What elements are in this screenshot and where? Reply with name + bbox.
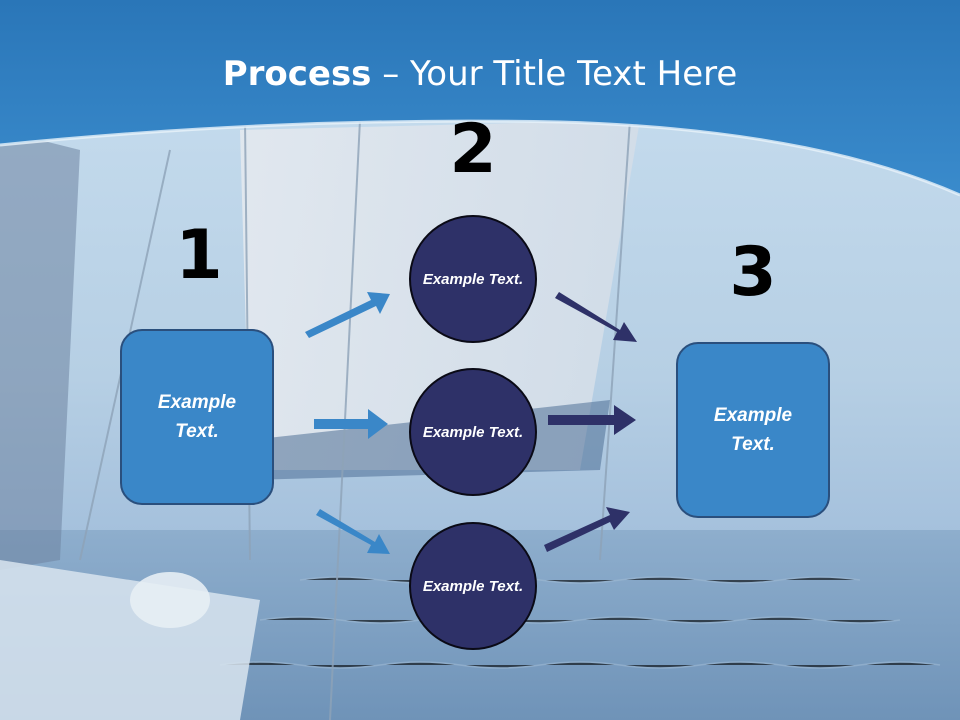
step-number-3: 3 [729,233,777,312]
title-bold: Process [222,54,372,94]
step-number-1: 1 [175,216,223,295]
slide-title: Process – Your Title Text Here [0,52,960,96]
step-1-box: Example Text. [120,329,274,505]
boat-cabin [0,130,80,570]
step-3-box-text: Example Text. [713,405,793,455]
circle-middle-text: Example Text. [422,423,524,441]
circle-bottom-text: Example Text. [422,577,524,595]
step-2-circle-top: Example Text. [409,215,537,343]
step-2-circle-bottom: Example Text. [409,522,537,650]
title-rest: – Your Title Text Here [371,54,738,94]
step-1-box-text: Example Text. [157,392,237,442]
header-band [0,0,960,195]
step-number-2: 2 [449,110,497,189]
circle-top-text: Example Text. [422,270,524,288]
step-3-box: Example Text. [676,342,830,518]
fender [130,572,210,628]
header-edge [0,119,960,197]
step-2-circle-middle: Example Text. [409,368,537,496]
